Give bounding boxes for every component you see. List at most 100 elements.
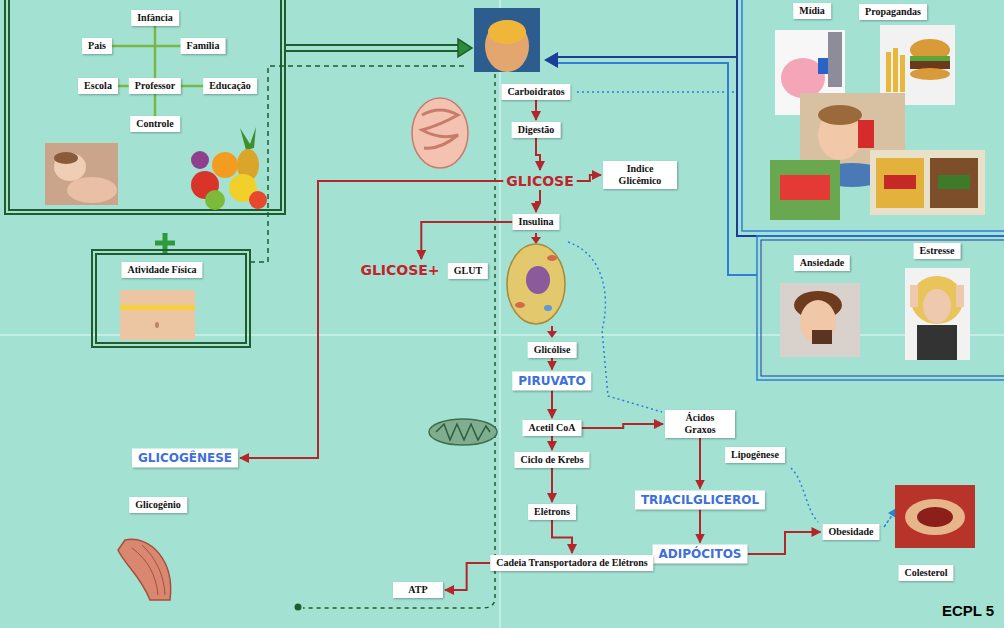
- concept-label: Ansiedade: [794, 255, 850, 271]
- media-panel-border: [742, 0, 1004, 231]
- mitochondrion-picture: [436, 424, 490, 440]
- anxiety-picture: [812, 330, 832, 344]
- baby-photo: [67, 177, 117, 203]
- node-text: Estresse: [920, 245, 955, 257]
- artery-picture: [905, 499, 965, 535]
- handwritten-term: GLICOSE: [503, 172, 576, 190]
- node-text: Colesterol: [904, 567, 947, 579]
- node-text: Pais: [88, 40, 106, 52]
- stress-picture: [917, 325, 957, 360]
- node-text: Obesidade: [828, 526, 873, 538]
- fast-food-picture: [893, 48, 898, 92]
- node-text: GLICOSE: [506, 173, 573, 189]
- stress-picture: [923, 289, 951, 323]
- fast-food-picture: [900, 55, 905, 92]
- head-picture: [485, 20, 529, 72]
- concept-label: GLUT: [448, 263, 488, 279]
- figure-code: ECPL 5: [942, 602, 994, 620]
- connector: [240, 181, 503, 458]
- intestine-picture: [412, 98, 468, 168]
- connector: [536, 190, 540, 212]
- snack-picture: [930, 158, 978, 208]
- cell-picture: [515, 302, 525, 308]
- concept-label: Glicogênio: [129, 497, 187, 513]
- node-text: Carboidratos: [507, 86, 564, 98]
- dotted-link: [577, 91, 737, 93]
- connector: [535, 100, 537, 120]
- cell-picture: [544, 305, 552, 311]
- node-text: Infância: [137, 12, 173, 24]
- process-arrow: [547, 331, 557, 338]
- intestine-picture: [422, 110, 458, 148]
- handwritten-term: ADIPÓCITOS: [652, 545, 747, 564]
- media-arrow: [556, 57, 757, 275]
- stress-picture: [910, 285, 918, 307]
- cell-picture: [507, 244, 565, 324]
- dashed-pathway: [303, 74, 495, 608]
- concept-label: Ciclo de Krebs: [514, 452, 589, 468]
- muscle-picture: [118, 539, 171, 600]
- media-panel-border: [757, 236, 1004, 380]
- concept-label: Estresse: [914, 243, 961, 259]
- concept-label: Educação: [203, 78, 257, 94]
- cartoon-picture: [828, 32, 842, 87]
- fruit-photo: [205, 190, 225, 210]
- stress-picture: [905, 268, 970, 360]
- connector: [577, 175, 601, 181]
- node-text: GLICOSE+: [360, 262, 439, 278]
- node-text: Ciclo de Krebs: [520, 454, 583, 466]
- concept-label: Indice Glicêmico: [603, 161, 677, 189]
- cell-picture: [526, 266, 550, 294]
- fast-food-picture: [910, 61, 950, 69]
- anxiety-picture: [780, 283, 860, 357]
- cell-picture: [507, 244, 565, 324]
- node-text: ATP: [399, 584, 437, 596]
- node-text: Ansiedade: [800, 257, 844, 269]
- media-panel-border: [737, 0, 1004, 236]
- node-text: GLUT: [454, 265, 482, 277]
- connector: [112, 45, 181, 48]
- node-text: Cadeia Transportadora de Elétrons: [496, 557, 647, 569]
- node-text: GLICOGÊNESE: [138, 451, 232, 466]
- pathway-dot: [295, 604, 302, 611]
- concept-label: Família: [181, 38, 226, 54]
- panel-arrowhead: [458, 39, 472, 57]
- snack-picture: [770, 150, 985, 220]
- fast-food-picture: [910, 39, 950, 61]
- head-picture: [474, 8, 540, 72]
- concept-label: Propagandas: [859, 4, 927, 20]
- node-text: Atividade Física: [127, 264, 196, 276]
- connector: [181, 85, 203, 88]
- dotted-link: [791, 468, 818, 522]
- node-text: Ácidos Graxos: [671, 412, 729, 436]
- anxiety-picture: [780, 283, 860, 357]
- fruit-photo: [240, 127, 256, 150]
- artery-picture: [895, 485, 975, 548]
- artery-picture: [917, 507, 953, 527]
- node-text: Escola: [84, 80, 112, 92]
- node-text: Professor: [135, 80, 175, 92]
- process-arrow: [531, 237, 541, 244]
- waist-photo: [155, 322, 159, 328]
- activity-panel-border: [96, 254, 246, 343]
- node-text: ADIPÓCITOS: [658, 547, 741, 562]
- family-panel-border: [5, 0, 285, 214]
- baby-photo: [45, 143, 118, 205]
- snack-picture: [770, 160, 840, 220]
- connector: [551, 468, 553, 502]
- connector: [748, 532, 821, 554]
- snack-picture: [780, 175, 830, 200]
- muscle-picture: [118, 539, 171, 600]
- handwritten-term: GLICOGÊNESE: [132, 449, 238, 468]
- node-text: Família: [187, 40, 220, 52]
- fruit-photo: [191, 151, 209, 169]
- concept-label: Acetil CoA: [523, 420, 582, 436]
- cartoon-picture: [818, 58, 828, 74]
- node-text: Propagandas: [865, 6, 921, 18]
- concept-label: Professor: [129, 78, 181, 94]
- concept-label: ATP: [393, 582, 443, 598]
- fast-food-picture: [886, 52, 891, 92]
- panel-arrow: [285, 45, 458, 51]
- media-arrow: [556, 56, 737, 58]
